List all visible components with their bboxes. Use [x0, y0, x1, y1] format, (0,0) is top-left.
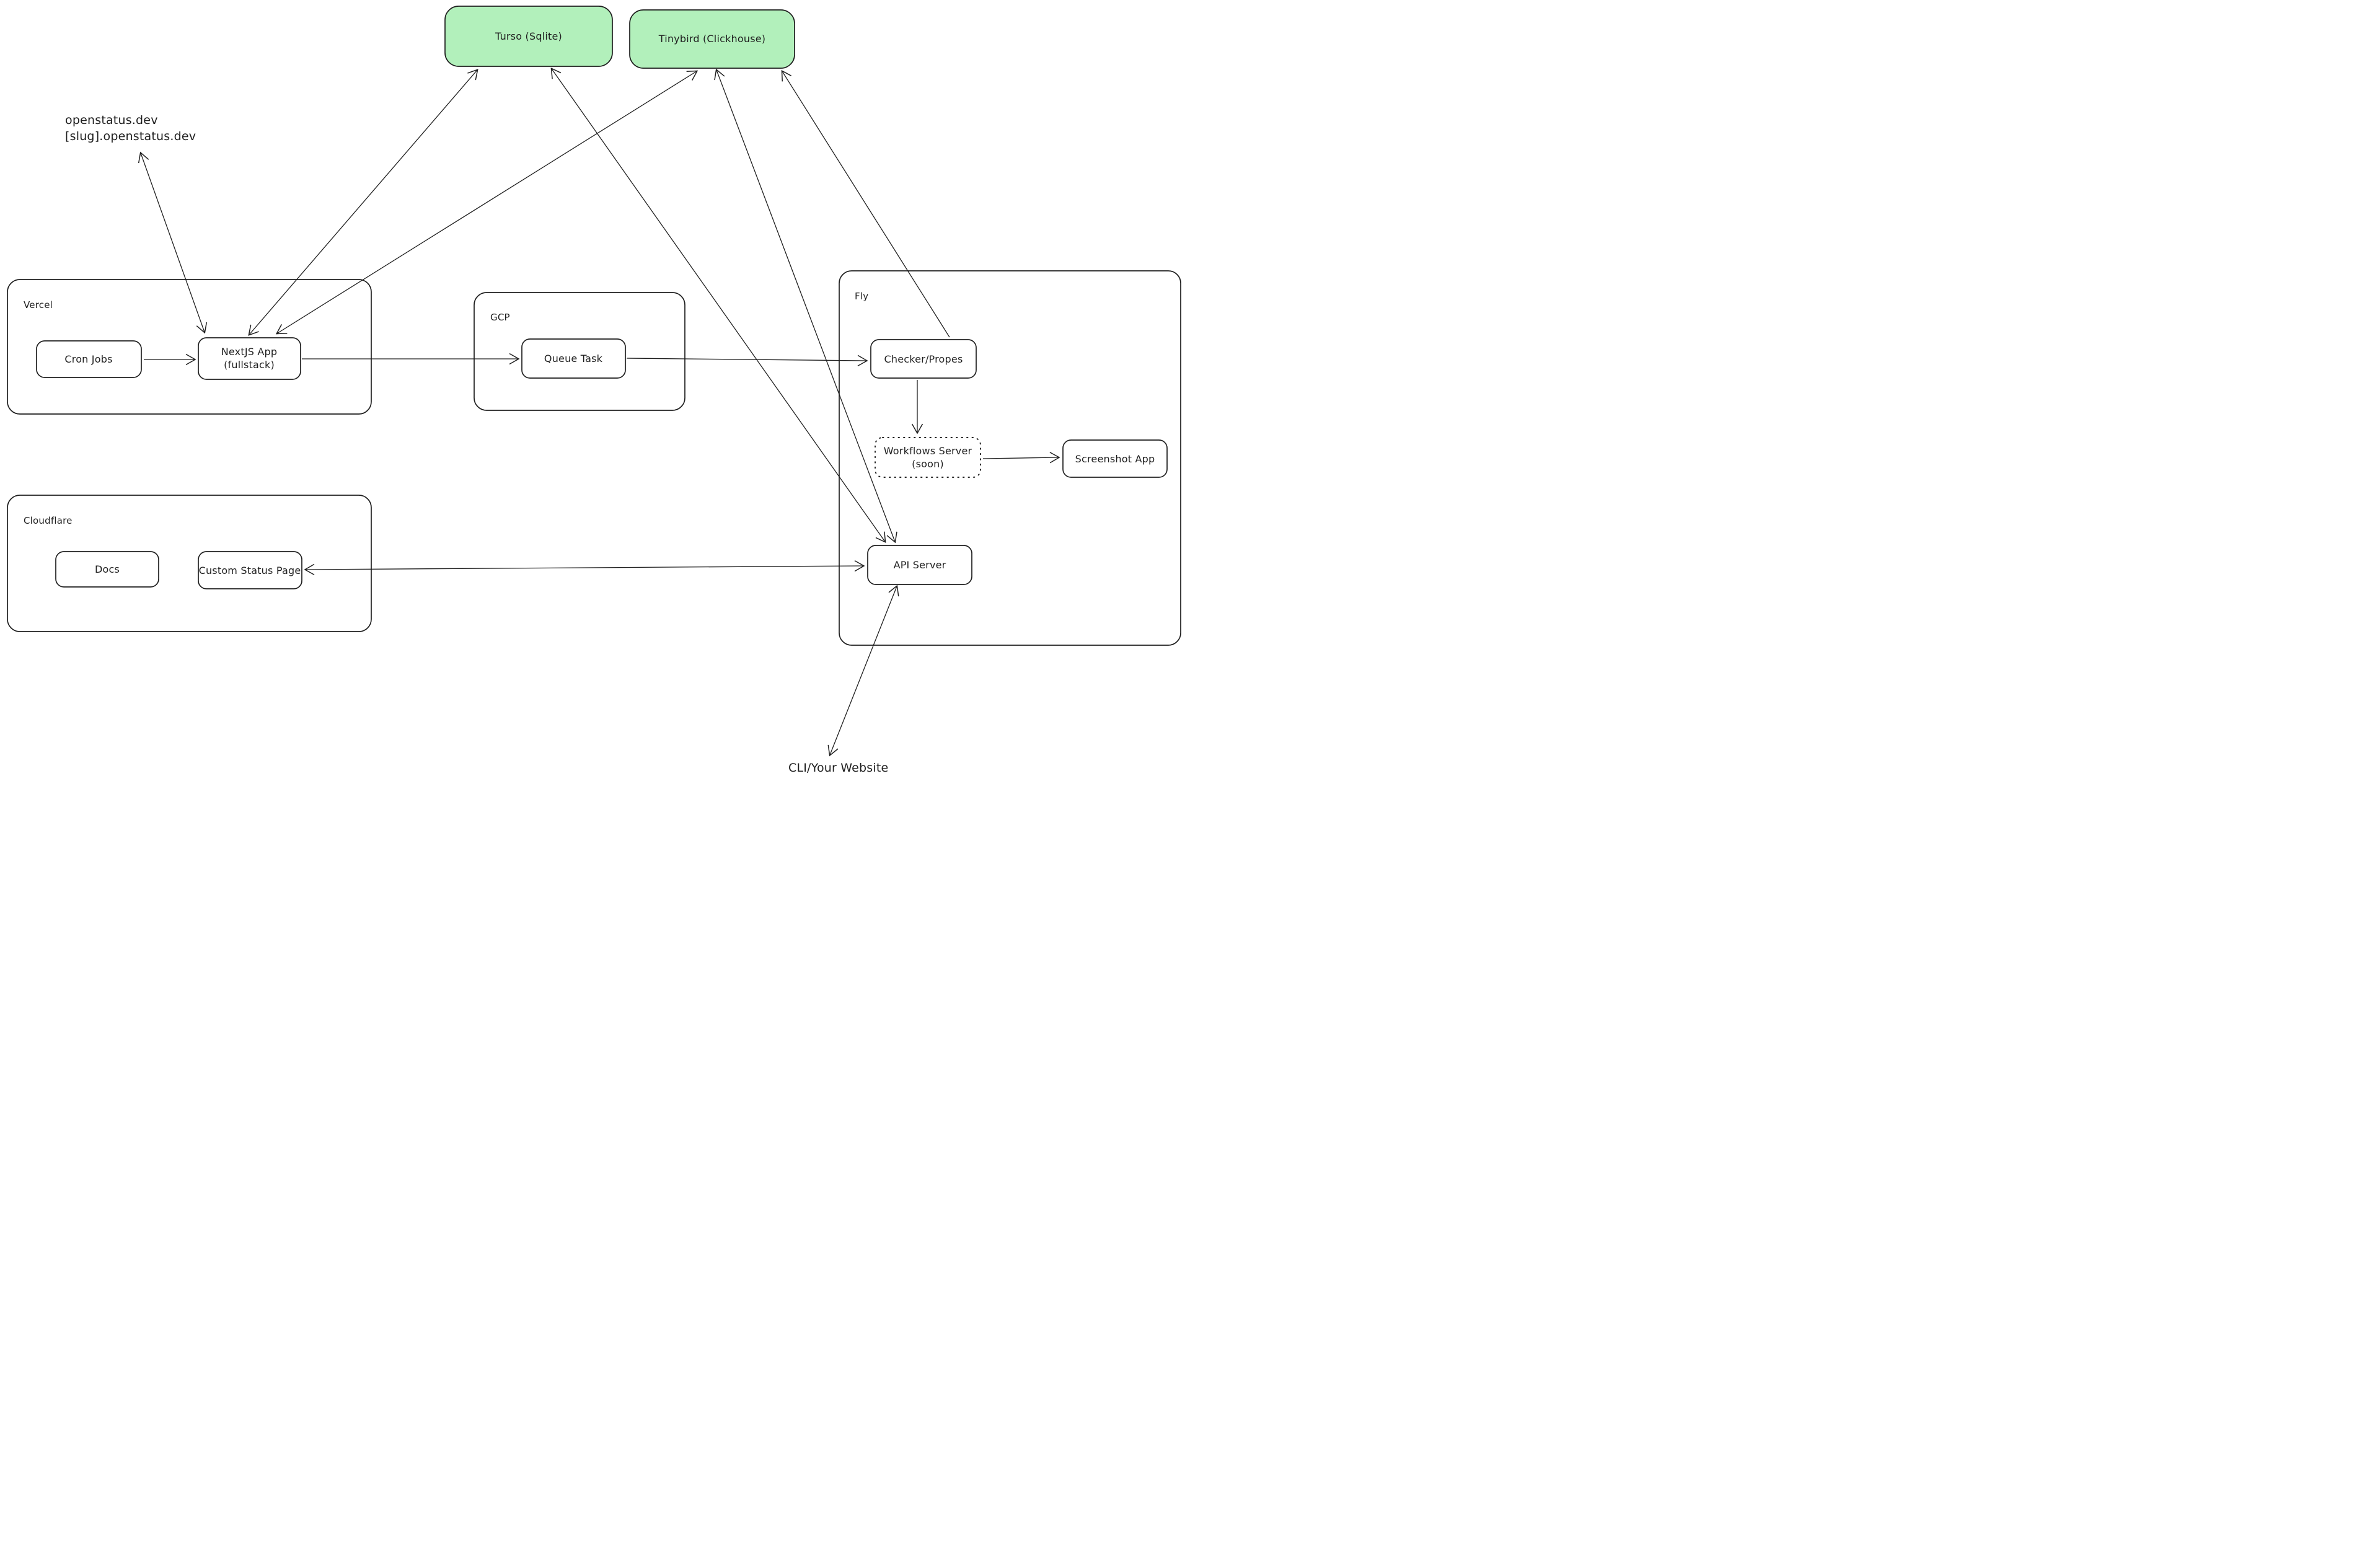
diagram-canvas: Vercel GCP Fly Cloudflare Turso (Sqlite)… — [0, 0, 1190, 774]
cron-jobs-box — [36, 340, 142, 378]
node-turso: Turso (Sqlite) — [444, 6, 613, 67]
node-custom-status-page: Custom Status Page — [198, 551, 302, 589]
connector-layer — [138, 67, 1060, 757]
arrow-api-cli — [827, 584, 899, 757]
cli-label: CLI/Your Website — [788, 761, 888, 774]
api-server-box — [867, 545, 972, 585]
tinybird-label: Tinybird (Clickhouse) — [658, 33, 766, 45]
arrow-api-statuspage — [304, 560, 865, 576]
node-api-server: API Server — [867, 545, 972, 585]
screenshot-app-box — [1062, 439, 1168, 478]
arrow-domains-nextjs — [138, 151, 208, 334]
arrow-nextjs-turso — [248, 69, 478, 336]
arrow-tinybird-api — [714, 68, 897, 544]
node-cron-jobs: Cron Jobs — [36, 340, 142, 378]
custom-status-page-box — [198, 551, 302, 589]
docs-box — [55, 551, 159, 588]
workflows-server-label-line2: (soon) — [912, 458, 944, 470]
node-checker-propes: Checker/Propes — [870, 339, 977, 379]
nextjs-app-label-line1: NextJS App — [221, 346, 278, 358]
arrow-workflows-screenshot — [982, 452, 1060, 464]
node-docs: Docs — [55, 551, 159, 588]
screenshot-app-label: Screenshot App — [1075, 453, 1155, 465]
tinybird-box — [629, 9, 795, 69]
vercel-label: Vercel — [24, 299, 53, 311]
workflows-server-box — [875, 437, 981, 478]
cloudflare-box — [7, 495, 372, 632]
turso-box — [444, 6, 613, 67]
queue-task-box — [521, 338, 626, 379]
node-screenshot-app: Screenshot App — [1062, 439, 1168, 478]
gcp-label: GCP — [490, 312, 510, 323]
node-workflows-server: Workflows Server (soon) — [875, 437, 981, 478]
container-vercel: Vercel — [7, 279, 372, 415]
nextjs-app-label-line2: (fullstack) — [224, 359, 275, 371]
custom-status-page-label: Custom Status Page — [199, 565, 301, 576]
workflows-server-label-line1: Workflows Server — [884, 445, 972, 457]
domains-label-line2: [slug].openstatus.dev — [65, 130, 196, 143]
checker-propes-box — [870, 339, 977, 379]
node-nextjs-app: NextJS App (fullstack) — [198, 337, 301, 380]
docs-label: Docs — [95, 563, 120, 575]
arrow-checker-tinybird — [781, 69, 950, 338]
node-queue-task: Queue Task — [521, 338, 626, 379]
container-fly: Fly — [839, 270, 1181, 646]
domains-label-line1: openstatus.dev — [65, 113, 158, 127]
vercel-box — [7, 279, 372, 415]
nextjs-app-box — [198, 337, 301, 380]
queue-task-label: Queue Task — [544, 353, 603, 364]
api-server-label: API Server — [894, 559, 946, 571]
fly-box — [839, 270, 1181, 646]
cron-jobs-label: Cron Jobs — [64, 353, 112, 365]
turso-label: Turso (Sqlite) — [495, 30, 562, 42]
arrow-nextjs-tinybird — [275, 70, 699, 335]
node-tinybird: Tinybird (Clickhouse) — [629, 9, 795, 69]
arrow-turso-api — [550, 67, 886, 544]
checker-propes-label: Checker/Propes — [884, 353, 963, 365]
gcp-box — [474, 292, 685, 411]
domains-label: openstatus.dev [slug].openstatus.dev — [65, 113, 196, 143]
container-gcp: GCP — [474, 292, 685, 411]
architecture-diagram: Vercel GCP Fly Cloudflare Turso (Sqlite)… — [7, 6, 1181, 774]
container-cloudflare: Cloudflare — [7, 495, 372, 632]
fly-label: Fly — [855, 291, 868, 302]
arrow-queue-checker — [626, 355, 868, 367]
cloudflare-label: Cloudflare — [24, 515, 73, 526]
